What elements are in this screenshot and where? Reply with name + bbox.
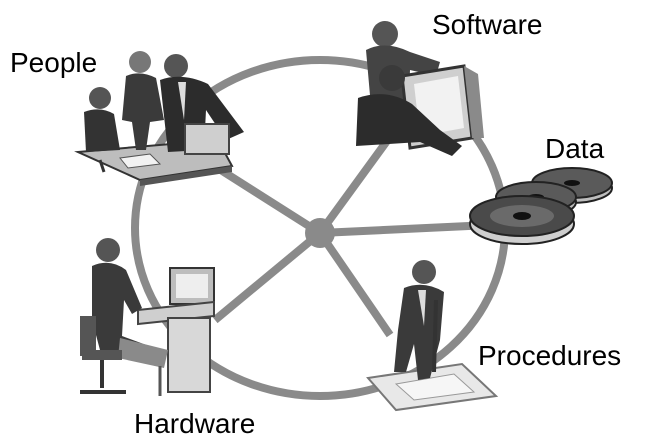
spoke-software <box>316 127 399 236</box>
label-hardware: Hardware <box>134 408 255 439</box>
spoke-hardware <box>212 229 323 324</box>
worker-at-drafting-table-icon <box>366 260 499 412</box>
label-procedures: Procedures <box>478 340 621 371</box>
spoke-data <box>319 221 491 237</box>
computer-workstation-icon <box>80 238 215 396</box>
spoke-procedures <box>316 230 394 338</box>
label-data: Data <box>545 133 605 164</box>
label-people: People <box>10 47 97 78</box>
hub <box>305 218 335 248</box>
office-workers-icon <box>74 51 244 186</box>
disk-platters-icon <box>469 167 613 245</box>
programmers-at-computer-icon <box>356 21 484 156</box>
label-software: Software <box>432 9 543 40</box>
